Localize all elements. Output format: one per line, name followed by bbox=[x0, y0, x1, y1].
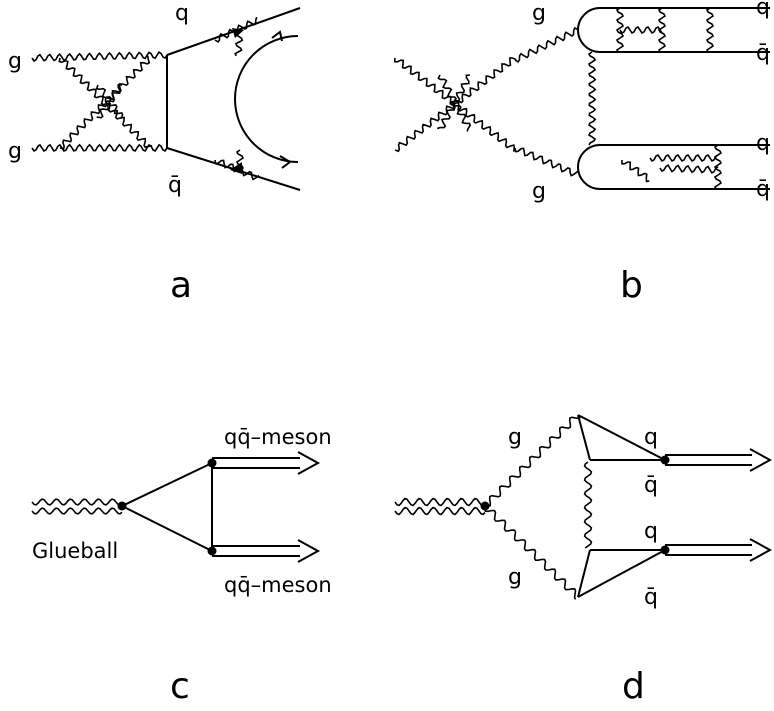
panel-d-gluon-0 bbox=[394, 497, 486, 507]
panel-d-meson-arrow-top bbox=[665, 448, 773, 472]
panel-a-gluon-9 bbox=[235, 149, 245, 171]
panel-c-vertex-glueball bbox=[117, 501, 127, 511]
panel-d-gluon-3 bbox=[483, 505, 577, 600]
panel-c-quark-line-bottom bbox=[121, 505, 213, 552]
panel-d-antiquark-label-1: q̄ bbox=[644, 473, 658, 498]
panel-a-gluon-label-top: g bbox=[8, 49, 22, 74]
panel-b-label: b bbox=[620, 265, 643, 306]
panel-b: g g q q̄ q q̄ b bbox=[393, 0, 770, 306]
panel-a-quark-label: q bbox=[175, 1, 189, 26]
panel-d-antiquark-label-2: q̄ bbox=[644, 585, 658, 610]
panel-d-quark-label-1: q bbox=[644, 425, 658, 450]
panel-b-gluon-5 bbox=[514, 147, 580, 177]
panel-d-label: d bbox=[622, 666, 645, 707]
panel-a-arrow-arc-top bbox=[271, 30, 283, 42]
panel-d-quark-label-2: q bbox=[644, 519, 658, 544]
panel-c-meson-arrow-bottom bbox=[212, 539, 321, 563]
panel-c-label: c bbox=[170, 666, 190, 707]
panel-b-quark-label-1: q bbox=[756, 0, 770, 20]
panel-b-gluon-lines bbox=[393, 7, 723, 190]
panel-d-antiquark-line-3 bbox=[577, 549, 591, 598]
panel-b-gluon-7 bbox=[615, 7, 625, 53]
panel-a-antiquark-label: q̄ bbox=[168, 173, 182, 198]
panel-c-meson-label-top: qq̄–meson bbox=[224, 425, 332, 449]
panel-a-gluon-0 bbox=[31, 50, 168, 63]
panel-a-gluon-7 bbox=[234, 31, 244, 57]
panel-b-gluon-0 bbox=[393, 57, 516, 152]
panel-a-gluon-1 bbox=[31, 143, 168, 153]
panel-b-gluon-11 bbox=[621, 159, 650, 183]
panel-b-gluon-6 bbox=[587, 51, 597, 146]
panel-b-gluon-10 bbox=[619, 25, 663, 35]
panel-a-gluon-lines bbox=[31, 16, 260, 181]
panel-a-gluon-3 bbox=[59, 55, 151, 150]
panel-b-gluon-9 bbox=[705, 7, 715, 53]
panel-b-gluon-8 bbox=[657, 7, 667, 53]
panel-c-meson-arrow-top bbox=[212, 451, 321, 475]
panel-b-gluon-2 bbox=[437, 74, 472, 132]
panel-b-gluon-12 bbox=[649, 153, 719, 163]
panel-b-gluon-label-bottom: g bbox=[532, 179, 546, 204]
panel-d-vertex-top bbox=[660, 455, 670, 465]
panel-c-vertex-top bbox=[207, 458, 217, 468]
panel-d-quark-line-1 bbox=[577, 414, 666, 461]
panel-d-vertex-bottom bbox=[660, 545, 670, 555]
panel-c-gluon-0 bbox=[31, 498, 123, 506]
panel-a-gluon-label-bottom: g bbox=[8, 139, 22, 164]
panel-a-arrow-bottom bbox=[230, 162, 242, 174]
panel-b-gluon-14 bbox=[713, 144, 723, 190]
panel-b-antiquark-label-1: q̄ bbox=[756, 41, 770, 66]
panel-c-glueball-label: Glueball bbox=[32, 539, 118, 563]
panel-a-quark-loop-arc bbox=[234, 35, 299, 163]
panel-a-gluon-4 bbox=[95, 84, 124, 120]
panel-b-gluon-3 bbox=[436, 74, 471, 130]
panel-c-quark-line-top bbox=[121, 462, 213, 507]
panel-d-gluon-2 bbox=[484, 416, 581, 508]
panel-d-quark-line-2 bbox=[577, 414, 591, 461]
panel-c-meson-label-bottom: qq̄–meson bbox=[224, 573, 332, 597]
panel-d-gluon-lines bbox=[394, 416, 593, 600]
panel-a-label: a bbox=[170, 265, 192, 306]
panel-b-quark-label-2: q bbox=[756, 131, 770, 156]
panel-b-quark-pair-top bbox=[577, 7, 770, 53]
panel-d-meson-arrow-bottom bbox=[665, 538, 773, 562]
panel-a: g g q q̄ a bbox=[8, 1, 301, 306]
panel-a-gluon-5 bbox=[96, 83, 123, 119]
panel-d-gluon-1 bbox=[394, 506, 486, 516]
panel-c-gluon-1 bbox=[31, 507, 123, 515]
panel-d-gluon-4 bbox=[583, 461, 593, 549]
panel-c-gluon-lines bbox=[31, 498, 123, 515]
panel-c: qq̄–meson qq̄–meson Glueball c bbox=[31, 425, 332, 707]
panel-b-gluon-label-top: g bbox=[532, 1, 546, 26]
panel-d-vertex-glueball bbox=[480, 501, 490, 511]
panel-d: g g q q̄ q q̄ d bbox=[394, 414, 773, 707]
panel-a-gluon-2 bbox=[58, 57, 153, 149]
panel-d-gluon-label-bottom: g bbox=[508, 565, 522, 590]
panel-b-antiquark-label-2: q̄ bbox=[756, 177, 770, 202]
panel-d-antiquark-line-2 bbox=[577, 549, 666, 598]
panel-d-gluon-label-top: g bbox=[508, 425, 522, 450]
panel-a-arrow-top bbox=[232, 28, 244, 38]
panel-a-arrow-arc-bottom bbox=[279, 155, 292, 169]
panel-c-vertex-bottom bbox=[207, 546, 217, 556]
panel-b-gluon-4 bbox=[514, 26, 579, 63]
panel-b-gluon-13 bbox=[659, 164, 719, 174]
panel-b-quark-pair-bottom bbox=[577, 144, 770, 190]
